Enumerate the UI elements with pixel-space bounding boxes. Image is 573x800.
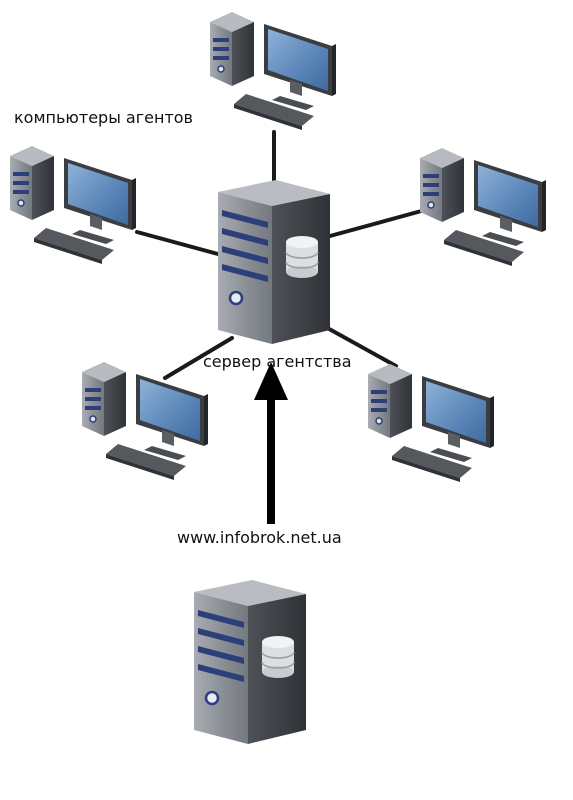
workstation-icon-bottom-right	[367, 363, 495, 483]
link-right	[328, 208, 427, 238]
agency-server-label: сервер агентства	[203, 352, 352, 371]
workstation-icon-top	[209, 11, 337, 131]
connection-lines	[135, 130, 427, 380]
upload-arrow	[254, 362, 288, 524]
workstation-icon-right	[419, 147, 547, 267]
workstation-icon-left	[9, 145, 137, 265]
link-bottom-right	[320, 323, 398, 368]
source-url-label: www.infobrok.net.ua	[177, 528, 342, 547]
agency-server-icon	[216, 178, 332, 346]
workstation-icon-bottom-left	[81, 361, 209, 481]
link-bottom-left	[163, 336, 234, 380]
source-server-icon	[192, 578, 308, 746]
link-left	[135, 230, 220, 256]
agent-computers-label: компьютеры агентов	[14, 108, 193, 127]
